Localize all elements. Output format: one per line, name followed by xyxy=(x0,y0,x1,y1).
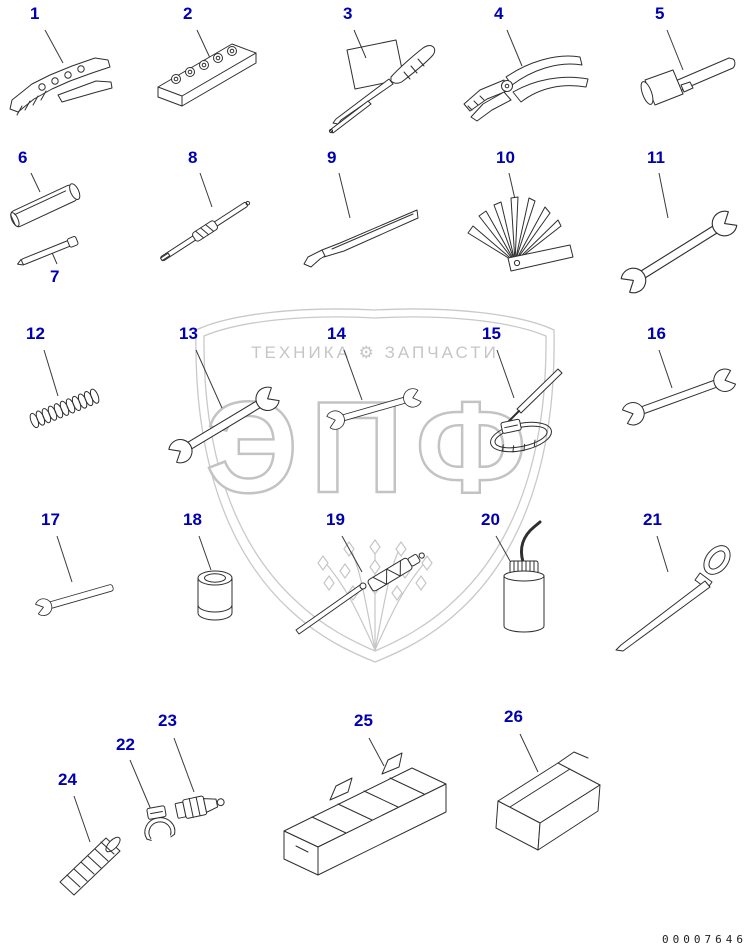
tool-drawing-7-punch-rod xyxy=(17,236,79,266)
item-number-13: 13 xyxy=(179,324,198,343)
tool-drawing-11-open-end-wrench xyxy=(618,207,740,297)
tool-drawing-5-hammer xyxy=(640,57,736,106)
item-number-20: 20 xyxy=(481,510,500,529)
item-number-11: 11 xyxy=(647,148,665,167)
tool-drawing-20-oil-can xyxy=(503,520,545,633)
tool-drawing-24-hose xyxy=(59,836,121,896)
tool-drawing-9-scraper-knife xyxy=(303,209,419,268)
item-number-5: 5 xyxy=(655,4,665,23)
item-number-6: 6 xyxy=(18,148,28,167)
tool-drawing-12-spring xyxy=(29,388,100,429)
item-number-26: 26 xyxy=(504,707,523,726)
tool-drawing-2-socket-rail xyxy=(157,43,257,107)
tool-drawing-8-driver-shaft xyxy=(160,200,251,262)
tool-drawing-23-nozzle-fitting xyxy=(174,795,225,819)
item-number-4: 4 xyxy=(494,4,504,23)
item-number-22: 22 xyxy=(116,735,135,754)
item-number-16: 16 xyxy=(647,324,666,343)
item-number-15: 15 xyxy=(482,324,501,343)
item-number-19: 19 xyxy=(326,510,345,529)
item-number-21: 21 xyxy=(643,510,662,529)
tool-drawing-25-tool-tray xyxy=(283,752,447,876)
item-number-2: 2 xyxy=(183,4,193,23)
tool-drawing-6-tube-handle xyxy=(10,183,81,228)
item-number-25: 25 xyxy=(354,711,373,730)
tool-drawing-10-feeler-gauge xyxy=(467,196,574,272)
tool-drawing-22-hose-clamp xyxy=(144,805,176,841)
item-number-24: 24 xyxy=(58,770,77,789)
item-number-10: 10 xyxy=(496,148,515,167)
tool-drawing-21-pry-bar xyxy=(615,545,731,652)
item-number-7: 7 xyxy=(50,267,60,286)
watermark-header-text: ТЕХНИКА ⚙ ЗАПЧАСТИ xyxy=(251,343,499,362)
item-number-12: 12 xyxy=(26,324,45,343)
item-number-18: 18 xyxy=(183,510,202,529)
tool-drawing-17-open-end-wrench xyxy=(34,578,116,618)
tool-drawing-15-hose-clamp-driver xyxy=(490,368,563,453)
item-number-8: 8 xyxy=(188,148,198,167)
item-number-9: 9 xyxy=(327,148,337,167)
tool-drawing-19-valve-tool xyxy=(295,552,425,635)
page-serial-number: 00007646 xyxy=(662,933,747,946)
tool-drawing-26-tool-box xyxy=(495,751,601,851)
tool-drawing-4-pliers xyxy=(463,55,589,122)
tool-drawing-16-open-end-wrench xyxy=(620,366,738,428)
leader-lines xyxy=(30,29,684,843)
tool-drawing-3-screwdriver-set xyxy=(328,39,436,134)
item-number-23: 23 xyxy=(158,711,177,730)
item-number-3: 3 xyxy=(343,4,353,23)
tool-drawing-1-crimping-pliers xyxy=(9,57,113,116)
tool-drawing-18-socket xyxy=(197,570,233,621)
item-number-1: 1 xyxy=(30,4,40,23)
item-number-17: 17 xyxy=(41,510,60,529)
item-number-14: 14 xyxy=(327,324,346,343)
watermark-shield xyxy=(195,308,555,663)
watermark-brand-text: ЭПФ xyxy=(206,374,539,520)
